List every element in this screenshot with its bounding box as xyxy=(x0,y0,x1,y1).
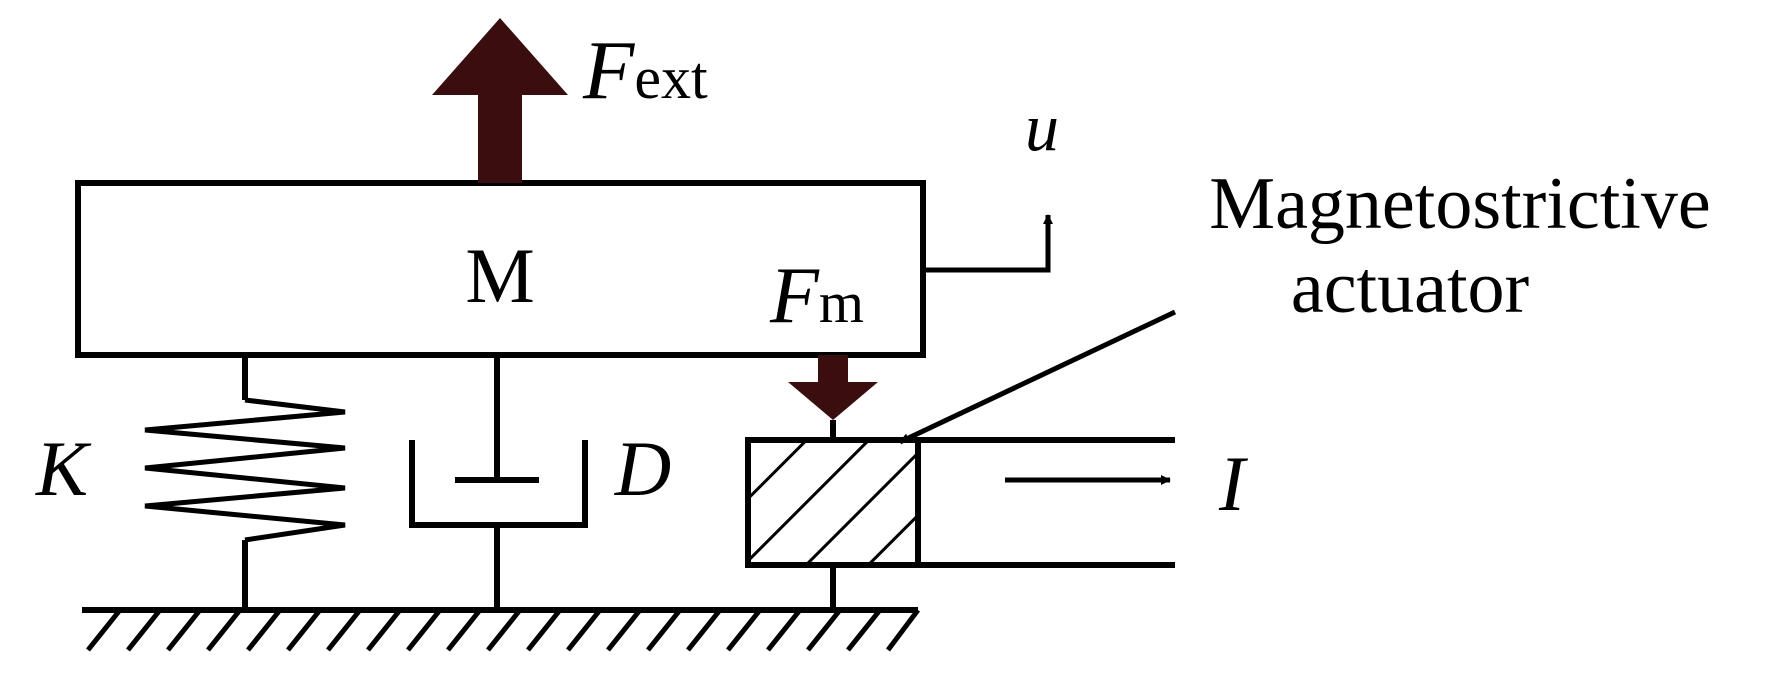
actuator-label-line2: actuator xyxy=(1291,247,1529,329)
ground-hatching xyxy=(86,608,920,652)
mass-label: M xyxy=(465,232,534,319)
ground xyxy=(82,607,920,652)
displacement-label: u xyxy=(1025,89,1059,165)
spring xyxy=(144,355,346,610)
stiffness-label: K xyxy=(35,425,92,512)
external-force-arrow xyxy=(432,18,568,183)
actuator-pointer-arrow xyxy=(898,309,1177,445)
spring-coil xyxy=(144,397,346,543)
current-label: I xyxy=(1218,440,1249,527)
actuator-label-line1: Magnetostrictive xyxy=(1209,163,1710,245)
displacement-line xyxy=(923,214,1053,273)
external-force-label: Fext xyxy=(582,24,708,117)
magnetic-force-label: Fm xyxy=(769,252,864,340)
magnetic-force-arrow xyxy=(788,355,878,420)
damping-label: D xyxy=(614,425,671,512)
magnetostrictive-actuator xyxy=(745,437,921,568)
damper xyxy=(409,355,588,610)
